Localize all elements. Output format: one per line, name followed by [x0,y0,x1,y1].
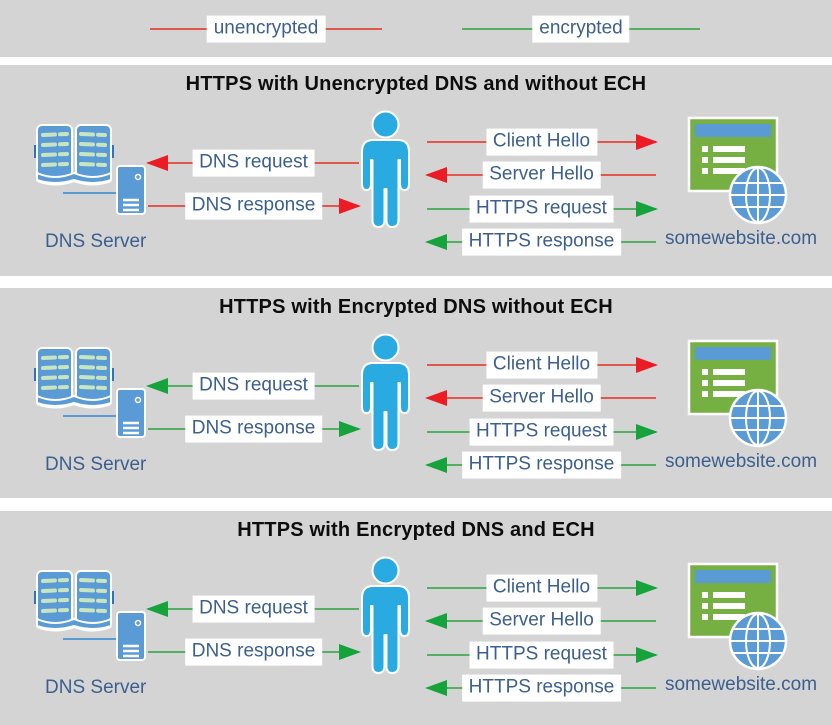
legend-unencrypted: unencrypted [150,14,382,44]
message-label: DNS request [192,372,315,400]
arrow-https-request: HTTPS request [427,194,658,224]
arrowhead-icon [339,198,361,214]
arrow-dns-request: DNS request [146,594,359,624]
arrowhead-icon [339,644,361,660]
arrow-https-response: HTTPS response [425,450,656,480]
user-icon [357,333,414,453]
arrow-dns-response: DNS response [148,191,361,221]
arrowhead-icon [425,390,447,406]
arrowhead-icon [636,357,658,373]
arrowhead-icon [425,234,447,250]
message-label: DNS request [192,149,315,177]
arrow-client-hello: Client Hello [427,573,658,603]
arrowhead-icon [339,421,361,437]
legend-band: unencrypted encrypted [0,0,832,57]
arrow-server-hello: Server Hello [425,606,656,636]
message-label: DNS response [184,192,323,220]
arrow-https-request: HTTPS request [427,417,658,447]
arrow-server-hello: Server Hello [425,160,656,190]
message-label: HTTPS request [469,195,614,223]
message-label: DNS response [184,638,323,666]
dns-server-icon [33,120,148,220]
arrowhead-icon [636,201,658,217]
legend-unencrypted-label: unencrypted [206,15,326,43]
message-label: HTTPS request [469,418,614,446]
panel-title: HTTPS with Encrypted DNS and ECH [237,519,595,541]
message-label: HTTPS request [469,641,614,669]
message-label: DNS request [192,595,315,623]
message-label: HTTPS response [461,674,622,702]
dns-server-icon [33,566,148,666]
user-icon [357,110,414,230]
message-label: Client Hello [485,574,598,602]
arrow-dns-request: DNS request [146,371,359,401]
arrow-https-response: HTTPS response [425,673,656,703]
message-label: HTTPS response [461,451,622,479]
arrowhead-icon [425,457,447,473]
website-label: somewebsite.com [664,228,818,249]
arrowhead-icon [146,378,168,394]
arrowhead-icon [636,134,658,150]
arrowhead-icon [425,167,447,183]
dns-server-label: DNS Server [45,454,147,475]
arrowhead-icon [425,613,447,629]
message-label: DNS response [184,415,323,443]
website-icon [686,115,790,227]
dns-server-label: DNS Server [45,677,147,698]
website-icon [686,561,790,673]
website-label: somewebsite.com [664,674,818,695]
legend-encrypted: encrypted [462,14,700,44]
message-label: Client Hello [485,128,598,156]
arrow-server-hello: Server Hello [425,383,656,413]
arrow-https-response: HTTPS response [425,227,656,257]
arrowhead-icon [636,580,658,596]
panel-title: HTTPS with Unencrypted DNS and without E… [185,73,647,95]
message-label: Client Hello [485,351,598,379]
message-label: Server Hello [482,161,601,189]
arrow-dns-request: DNS request [146,148,359,178]
panel-encrypted-dns-ech: HTTPS with Encrypted DNS and ECH DNS Ser… [0,511,832,725]
arrow-https-request: HTTPS request [427,640,658,670]
website-icon [686,338,790,450]
arrowhead-icon [146,155,168,171]
dns-server-icon [33,343,148,443]
message-label: Server Hello [482,384,601,412]
arrowhead-icon [146,601,168,617]
arrow-dns-response: DNS response [148,414,361,444]
arrowhead-icon [636,424,658,440]
arrowhead-icon [636,647,658,663]
user-icon [357,556,414,676]
legend-encrypted-label: encrypted [532,15,630,43]
message-label: Server Hello [482,607,601,635]
website-label: somewebsite.com [664,451,818,472]
arrow-dns-response: DNS response [148,637,361,667]
arrow-client-hello: Client Hello [427,127,658,157]
panel-encrypted-dns-no-ech: HTTPS with Encrypted DNS without ECH DNS… [0,288,832,498]
panel-title: HTTPS with Encrypted DNS without ECH [219,296,613,318]
panel-unencrypted-dns-no-ech: HTTPS with Unencrypted DNS and without E… [0,65,832,276]
message-label: HTTPS response [461,228,622,256]
arrow-client-hello: Client Hello [427,350,658,380]
dns-server-label: DNS Server [45,231,147,252]
arrowhead-icon [425,680,447,696]
